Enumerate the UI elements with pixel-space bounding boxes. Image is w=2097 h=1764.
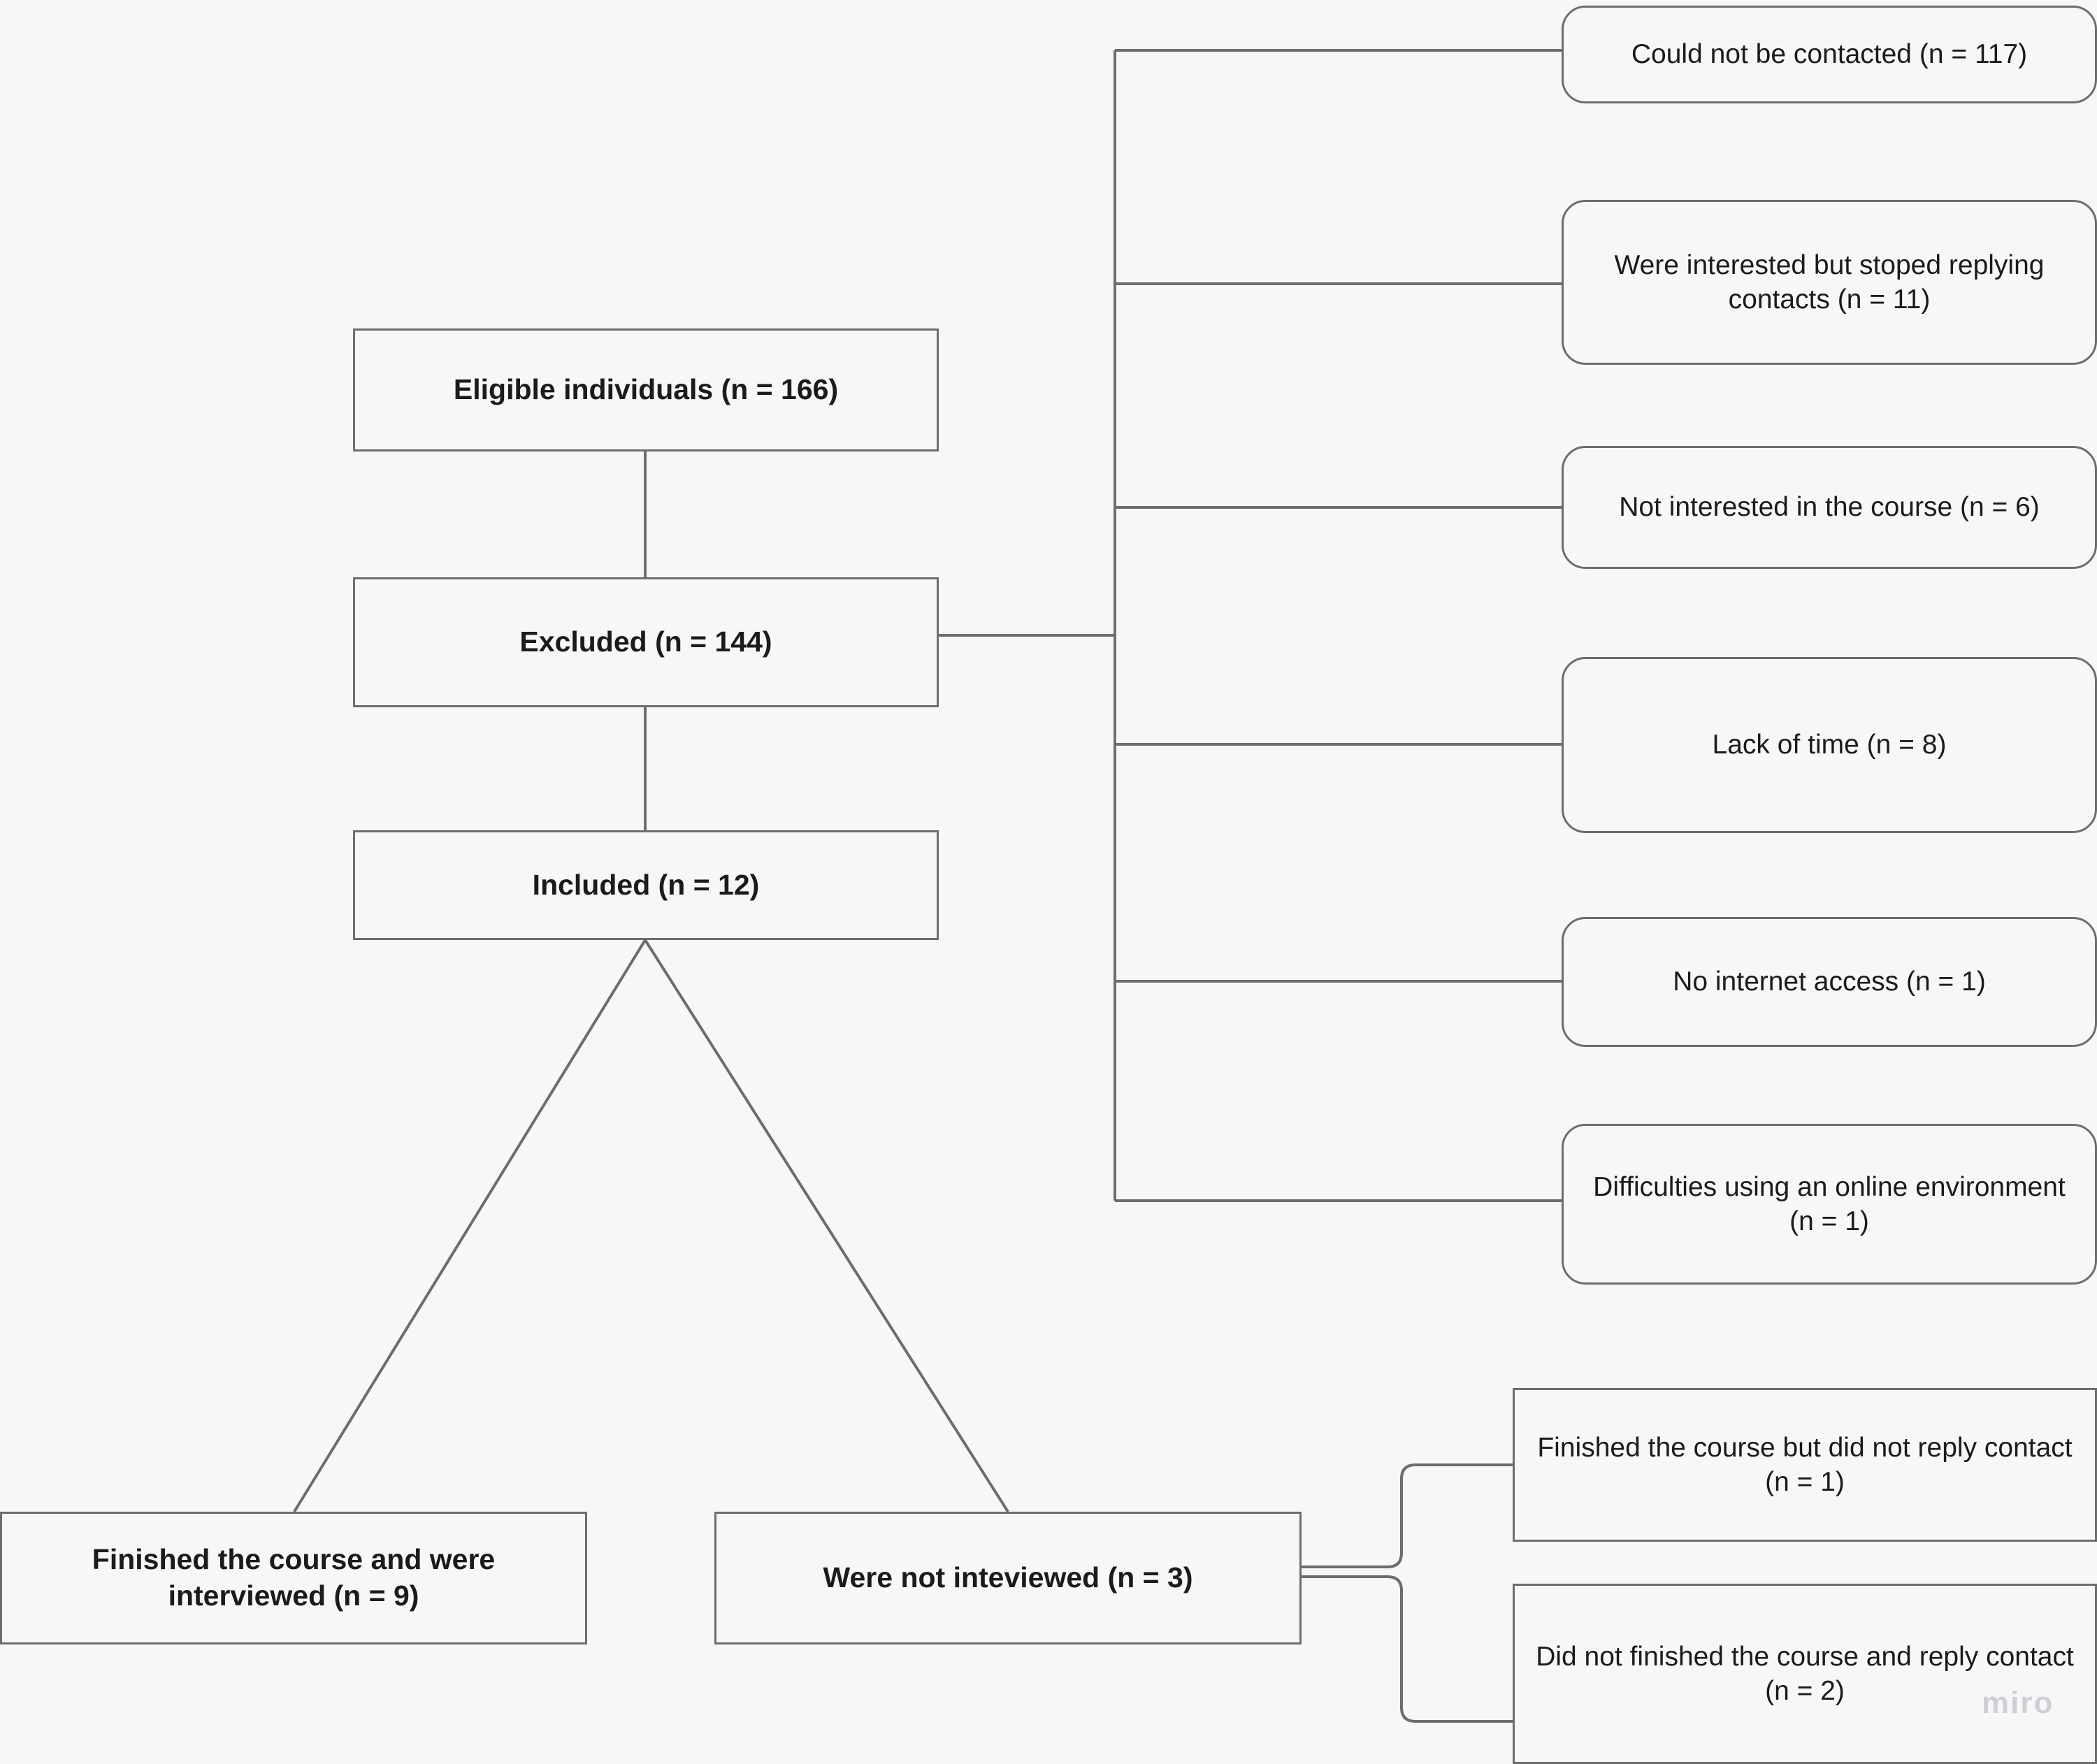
node-not-interviewed-reason-not-finished-reply[interactable]: Did not finished the course and reply co… <box>1513 1584 2097 1764</box>
node-exclusion-reason-not-interested[interactable]: Not interested in the course (n = 6) <box>1562 446 2097 569</box>
edge-notinterviewed-to-sub-2 <box>1302 1575 1513 1723</box>
node-not-interviewed-reason-2-label: Did not finished the course and reply co… <box>1536 1641 2074 1706</box>
node-exclusion-reason-1-label: Could not be contacted (n = 117) <box>1631 39 2028 70</box>
edge-included-to-not-interviewed <box>644 939 1009 1513</box>
node-not-interviewed-reason-1-label: Finished the course but did not reply co… <box>1537 1432 2073 1497</box>
node-exclusion-reason-online-difficulties[interactable]: Difficulties using an online environment… <box>1562 1124 2097 1285</box>
node-were-not-interviewed-label: Were not inteviewed (n = 3) <box>823 1561 1193 1594</box>
node-finished-and-interviewed[interactable]: Finished the course and were interviewed… <box>0 1512 587 1644</box>
node-exclusion-reason-6-label: Difficulties using an online environment… <box>1593 1171 2066 1236</box>
node-exclusion-reason-stopped-replying[interactable]: Were interested but stoped replying cont… <box>1562 200 2097 365</box>
miro-watermark: miro <box>1982 1686 2054 1720</box>
node-eligible-individuals[interactable]: Eligible individuals (n = 166) <box>353 328 939 451</box>
node-excluded[interactable]: Excluded (n = 144) <box>353 577 939 707</box>
node-excluded-label: Excluded (n = 144) <box>519 626 772 658</box>
node-exclusion-reason-3-label: Not interested in the course (n = 6) <box>1619 492 2040 523</box>
node-were-not-interviewed[interactable]: Were not inteviewed (n = 3) <box>714 1512 1302 1644</box>
node-exclusion-reason-could-not-be-contacted[interactable]: Could not be contacted (n = 117) <box>1562 6 2097 103</box>
node-exclusion-reason-no-internet-access[interactable]: No internet access (n = 1) <box>1562 917 2097 1047</box>
node-included-label: Included (n = 12) <box>532 868 760 901</box>
edge-included-to-finished <box>293 939 647 1513</box>
node-not-interviewed-reason-finished-no-reply[interactable]: Finished the course but did not reply co… <box>1513 1388 2097 1542</box>
node-exclusion-reason-5-label: No internet access (n = 1) <box>1673 967 1986 997</box>
node-eligible-individuals-label: Eligible individuals (n = 166) <box>453 373 839 406</box>
node-finished-and-interviewed-label: Finished the course and were interviewed… <box>92 1543 496 1612</box>
node-included[interactable]: Included (n = 12) <box>353 830 939 940</box>
node-exclusion-reason-4-label: Lack of time (n = 8) <box>1712 730 1947 760</box>
node-exclusion-reason-lack-of-time[interactable]: Lack of time (n = 8) <box>1562 657 2097 833</box>
node-exclusion-reason-2-label: Were interested but stoped replying cont… <box>1614 250 2045 315</box>
edge-notinterviewed-to-sub-1 <box>1302 1463 1513 1568</box>
